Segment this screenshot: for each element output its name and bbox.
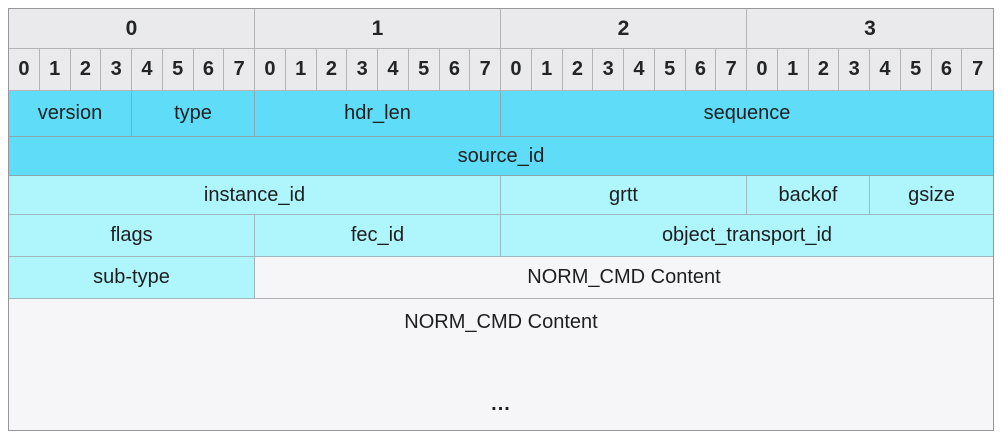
bit-header-cell: 4: [870, 49, 901, 91]
bit-header-cell: 7: [716, 49, 747, 91]
cmd-content-label: NORM_CMD Content: [404, 311, 598, 333]
field-fec-id: fec_id: [255, 215, 501, 257]
bit-header-cell: 0: [9, 49, 40, 91]
field-version: version: [9, 91, 132, 137]
bit-header-cell: 7: [470, 49, 501, 91]
bit-header-cell: 6: [439, 49, 471, 91]
field-cmd-content: NORM_CMD Content: [255, 257, 993, 299]
bit-header-cell: 3: [593, 49, 624, 91]
field-sub-type: sub-type: [9, 257, 255, 299]
bit-header-cell: 2: [70, 49, 102, 91]
bit-header-cell: 3: [839, 49, 870, 91]
bit-header-cell: 3: [101, 49, 132, 91]
bit-header-cell: 2: [562, 49, 594, 91]
field-grtt: grtt: [501, 176, 747, 215]
byte-header-2: 2: [501, 9, 747, 49]
field-instance-id: instance_id: [9, 176, 501, 215]
bit-header-cell: 0: [747, 49, 778, 91]
bit-header-cell: 5: [654, 49, 686, 91]
ellipsis-label: ...: [491, 393, 511, 415]
bit-header-cell: 0: [255, 49, 286, 91]
field-sequence: sequence: [501, 91, 993, 137]
bit-header-cell: 1: [285, 49, 317, 91]
bit-header-cell: 1: [39, 49, 71, 91]
cmd-content-area: NORM_CMD Content ...: [9, 299, 993, 430]
bit-header-cell: 1: [777, 49, 809, 91]
field-hdr-len: hdr_len: [255, 91, 501, 137]
field-object-transport-id: object_transport_id: [501, 215, 993, 257]
bit-header-cell: 2: [316, 49, 348, 91]
bit-header-cell: 6: [685, 49, 717, 91]
bit-header-cell: 0: [501, 49, 532, 91]
bit-header-cell: 7: [224, 49, 255, 91]
bit-header-cell: 1: [531, 49, 563, 91]
bit-header-cell: 6: [193, 49, 225, 91]
field-flags: flags: [9, 215, 255, 257]
bit-header-cell: 5: [408, 49, 440, 91]
byte-header-0: 0: [9, 9, 255, 49]
byte-header-1: 1: [255, 9, 501, 49]
byte-header-3: 3: [747, 9, 993, 49]
bit-header-cell: 5: [900, 49, 932, 91]
bit-header-cell: 4: [132, 49, 163, 91]
field-type: type: [132, 91, 255, 137]
bit-header-cell: 2: [808, 49, 840, 91]
bit-header-cell: 4: [378, 49, 409, 91]
field-gsize: gsize: [870, 176, 993, 215]
bit-header-cell: 6: [931, 49, 963, 91]
field-source-id: source_id: [9, 137, 993, 176]
bit-header-cell: 3: [347, 49, 378, 91]
bit-header-cell: 4: [624, 49, 655, 91]
field-backof: backof: [747, 176, 870, 215]
bit-header-cell: 7: [962, 49, 993, 91]
bit-header-cell: 5: [162, 49, 194, 91]
